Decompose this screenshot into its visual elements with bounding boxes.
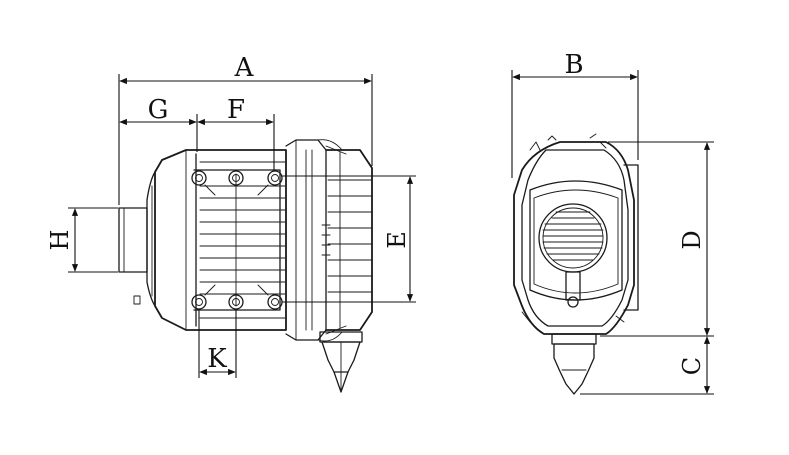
- dimension-K: K: [198, 310, 237, 378]
- dimension-D: D: [600, 141, 714, 337]
- label-C: C: [678, 357, 706, 375]
- inlet-pipe: [118, 171, 156, 307]
- front-dust-valve: [551, 333, 597, 395]
- dimension-G: G: [119, 95, 198, 152]
- label-D: D: [678, 230, 706, 249]
- dimension-A: A: [118, 53, 373, 205]
- housing-clips: [521, 133, 625, 323]
- label-A: A: [234, 53, 255, 83]
- latch: [565, 271, 581, 308]
- label-K: K: [207, 344, 227, 374]
- label-F: F: [227, 95, 245, 125]
- dimension-F: F: [197, 95, 275, 170]
- label-E: E: [383, 231, 411, 249]
- dust-valve: [319, 331, 363, 393]
- front-view: [513, 133, 639, 395]
- label-B: B: [564, 50, 583, 80]
- dimension-B: B: [511, 50, 639, 178]
- label-H: H: [46, 230, 74, 251]
- dimension-C: C: [580, 336, 714, 395]
- front-housing-outline: [513, 141, 635, 335]
- dimension-E: E: [282, 175, 416, 303]
- mounting-bolts: [191, 170, 283, 310]
- side-view: [118, 139, 373, 393]
- dimensions: A G F H K: [46, 50, 714, 395]
- clamp-band: [285, 139, 347, 342]
- housing-ribs: [199, 161, 286, 319]
- dimension-H: H: [46, 207, 118, 273]
- label-G: G: [148, 95, 169, 125]
- filter-housing: [133, 149, 287, 331]
- outlet-grille: [538, 203, 608, 273]
- outlet-cover: [321, 149, 373, 331]
